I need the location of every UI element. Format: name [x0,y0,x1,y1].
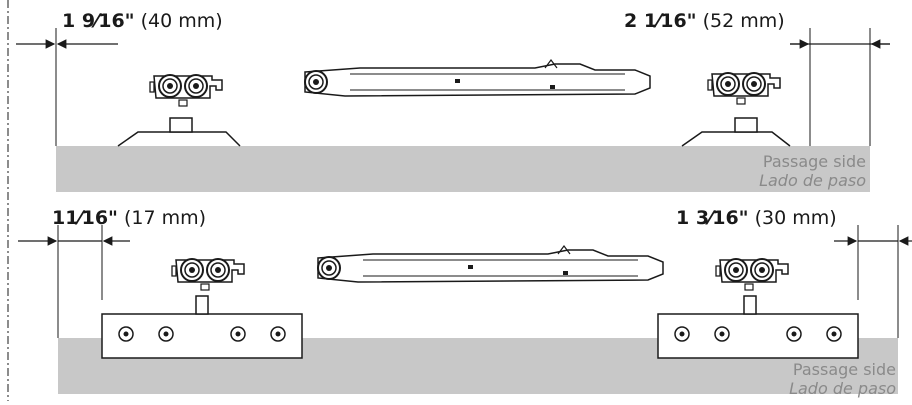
bottom-left-carriage [101,259,303,359]
bottom-passage-side-label: Passage side Lado de paso [789,360,896,398]
top-left-carriage [117,75,241,147]
top-damper-arm [304,59,651,97]
top-right-imperial: 2 1⁄16" [624,10,697,32]
top-passage-side-label: Passage side Lado de paso [759,152,866,190]
bottom-right-dimension-label: 1 3⁄16" (30 mm) [676,207,837,229]
bottom-side-label-en: Passage side [792,360,896,379]
bottom-right-carriage [657,259,859,359]
top-left-imperial: 1 9⁄16" [62,10,135,32]
top-section [16,28,890,192]
bottom-left-dimension-label: 11⁄16" (17 mm) [52,207,206,229]
top-door-panel [56,146,870,192]
bottom-right-metric: (30 mm) [754,207,837,229]
bottom-damper-arm [317,245,664,283]
bottom-section [18,225,912,394]
bottom-left-imperial: 11⁄16" [52,207,118,229]
bottom-left-metric: (17 mm) [124,207,207,229]
top-left-dimension-label: 1 9⁄16" (40 mm) [62,10,223,32]
top-side-label-en: Passage side [762,152,866,171]
top-side-label-es: Lado de paso [759,171,866,190]
top-right-carriage [681,73,791,147]
bottom-right-imperial: 1 3⁄16" [676,207,749,229]
top-right-metric: (52 mm) [702,10,785,32]
top-right-dimension-label: 2 1⁄16" (52 mm) [624,10,785,32]
bottom-side-label-es: Lado de paso [789,379,896,398]
top-left-metric: (40 mm) [140,10,223,32]
